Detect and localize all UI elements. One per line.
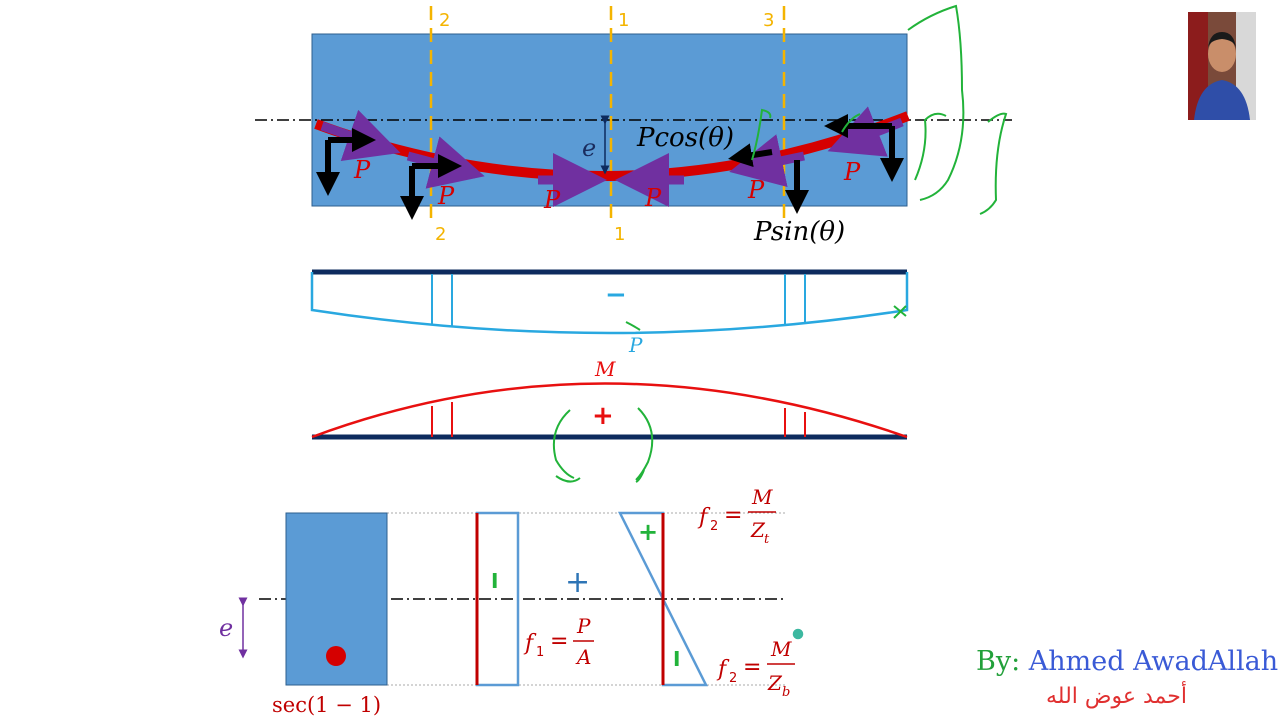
tendon-dot bbox=[326, 646, 346, 666]
formula-f1: f 1 = P A bbox=[523, 614, 594, 669]
force-labels: P P P P P P bbox=[353, 156, 861, 214]
axial-stress-sign: I bbox=[491, 569, 498, 593]
f2t-sub: 2 bbox=[710, 519, 718, 534]
section-label-top-1: 1 bbox=[618, 10, 629, 31]
green-sketch-marks bbox=[751, 4, 1008, 215]
credit-by: By: bbox=[976, 646, 1021, 677]
moment-curve bbox=[311, 382, 908, 439]
force-label-3: P bbox=[543, 186, 561, 214]
f2t-lhs: f bbox=[697, 505, 711, 530]
axial-force-diagram: − P bbox=[310, 269, 909, 357]
component-arrows bbox=[316, 114, 904, 220]
section-e-label: e bbox=[219, 614, 233, 642]
prestress-arrows bbox=[320, 106, 904, 207]
moment-diagram: M + bbox=[311, 357, 908, 483]
f1-num: P bbox=[576, 614, 591, 638]
section-label-top-2: 2 bbox=[439, 10, 450, 31]
f1-den: A bbox=[575, 645, 591, 669]
force-label-6: P bbox=[843, 158, 861, 186]
force-label-5: P bbox=[747, 176, 765, 204]
cursor-marker bbox=[791, 627, 805, 641]
section-label: sec(1 − 1) bbox=[272, 693, 381, 717]
author-credit: By: Ahmed AwadAllah bbox=[976, 646, 1278, 677]
bending-bottom-sign: I bbox=[673, 647, 680, 671]
f2b-lhs: f bbox=[716, 657, 730, 682]
moment-rotation-sketch bbox=[552, 407, 654, 483]
section-label-top-3: 3 bbox=[763, 10, 774, 31]
author-credit-arabic: أحمد عوض الله bbox=[1046, 684, 1187, 709]
f2t-num: M bbox=[751, 485, 773, 509]
axial-green-tick bbox=[625, 305, 907, 331]
section-stress: e sec(1 − 1) I + + I f 1 = P A f 2 = M Z bbox=[219, 485, 805, 717]
section-label-bottom-2: 2 bbox=[435, 224, 446, 245]
f2b-num: M bbox=[770, 637, 792, 661]
f2t-eq: = bbox=[724, 503, 742, 528]
f2t-den: Z bbox=[750, 518, 766, 542]
presenter-avatar bbox=[1188, 12, 1256, 120]
force-label-2: P bbox=[437, 182, 455, 210]
pcos-label: Pcos(θ) bbox=[636, 123, 734, 153]
f2b-eq: = bbox=[743, 655, 761, 680]
f2b-den: Z bbox=[767, 671, 783, 695]
moment-label: M bbox=[594, 357, 616, 381]
plus-between: + bbox=[565, 565, 590, 600]
arrow-right-mid bbox=[729, 134, 805, 188]
eccentricity-label: e bbox=[582, 134, 596, 162]
moment-sign: + bbox=[592, 401, 614, 431]
beam-elevation: 2 1 3 2 1 e bbox=[255, 4, 1012, 247]
bending-top-sign: + bbox=[638, 518, 658, 546]
axial-label: P bbox=[628, 333, 643, 357]
psin-label: Psin(θ) bbox=[753, 217, 845, 247]
f2t-den-sub: t bbox=[764, 532, 770, 547]
f2b-sub: 2 bbox=[729, 671, 737, 686]
section-label-bottom-1: 1 bbox=[614, 224, 625, 245]
f1-lhs: f bbox=[523, 631, 537, 656]
force-label-1: P bbox=[353, 156, 371, 184]
f1-sub: 1 bbox=[536, 645, 544, 660]
formula-f2-top: f 2 = M Z t bbox=[697, 485, 776, 547]
axial-sign: − bbox=[605, 280, 627, 310]
force-label-4: P bbox=[644, 184, 662, 212]
f2b-den-sub: b bbox=[782, 685, 790, 700]
formula-f2-bottom: f 2 = M Z b bbox=[716, 637, 795, 700]
credit-name: Ahmed AwadAllah bbox=[1028, 646, 1279, 677]
axial-curve bbox=[310, 272, 909, 335]
f1-eq: = bbox=[550, 629, 568, 654]
